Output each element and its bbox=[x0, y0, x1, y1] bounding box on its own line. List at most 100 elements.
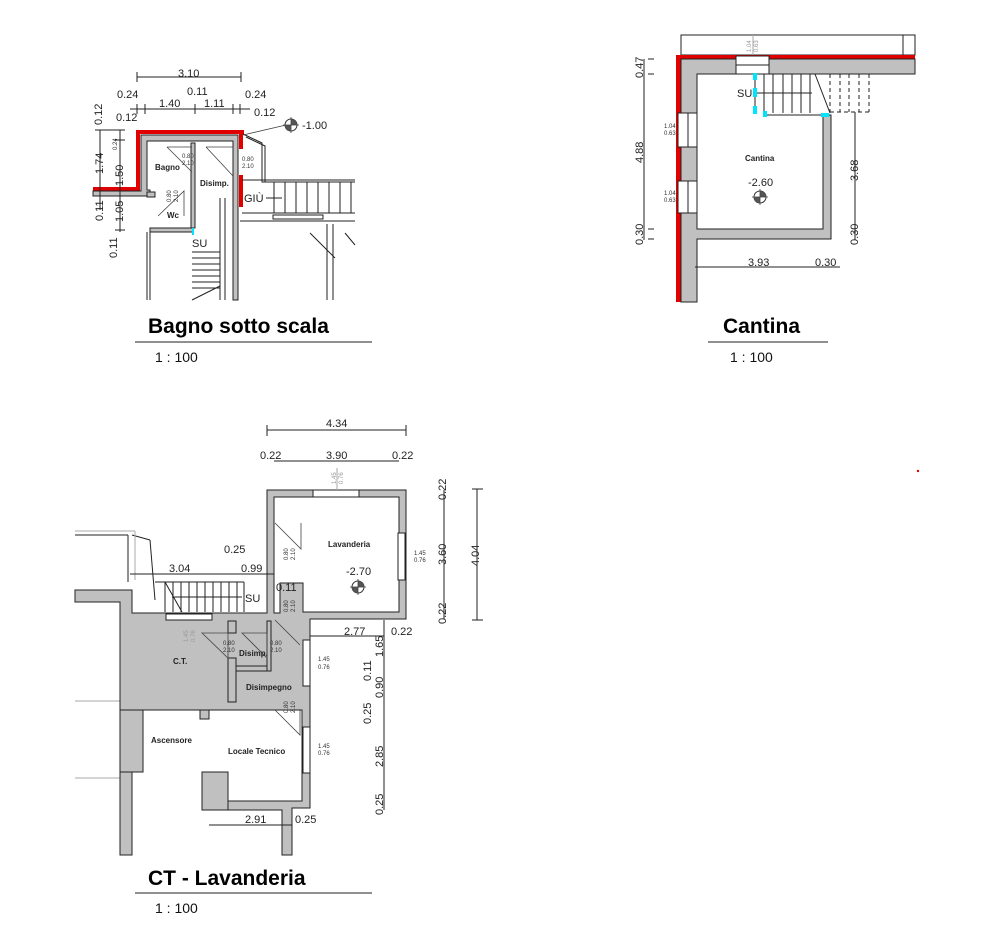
dim-label: 0.24 bbox=[245, 89, 266, 101]
dim-label: 0.25 bbox=[224, 544, 245, 556]
room-label-ct: C.T. bbox=[173, 657, 187, 666]
dim-label: 4.88 bbox=[634, 142, 646, 163]
window bbox=[165, 613, 213, 621]
dim-label: 0.11 bbox=[94, 200, 106, 221]
door-swing bbox=[274, 522, 302, 550]
cut-wall bbox=[136, 130, 244, 134]
dim-label: 1.40 bbox=[159, 98, 180, 110]
plan-cantina: 1.04 0.63 1.04 0.63 1.04 0.63 bbox=[634, 34, 916, 365]
door-swing bbox=[166, 146, 193, 173]
door-height: 2.10 bbox=[223, 648, 235, 654]
level-marker-icon bbox=[752, 189, 768, 205]
dim-label: 0.30 bbox=[849, 224, 861, 245]
dim-label: 0.12 bbox=[254, 107, 275, 119]
dim-total-width: 3.10 bbox=[178, 68, 199, 80]
door-width: 0.80 bbox=[182, 154, 194, 160]
plan-title: CT - Lavanderia bbox=[148, 867, 306, 890]
room-label-disimp: Disimp. bbox=[200, 179, 229, 188]
room-label-cantina: Cantina bbox=[745, 154, 775, 163]
partition-wall bbox=[146, 191, 156, 198]
dim-label: 0.11 bbox=[276, 582, 297, 594]
dim-label: 0.25 bbox=[374, 794, 386, 815]
dim-label: 1.65 bbox=[374, 636, 386, 657]
door-width: 0.80 bbox=[223, 641, 235, 647]
dim-label: 0.11 bbox=[108, 237, 120, 258]
room-label-locale-tecnico: Locale Tecnico bbox=[228, 747, 285, 756]
dim-label: 1.74 bbox=[94, 153, 106, 174]
dim-label: 0.11 bbox=[362, 660, 374, 681]
cut-wall bbox=[676, 55, 681, 302]
dim-label: 3.04 bbox=[169, 563, 190, 575]
window-height: 0.76 bbox=[318, 665, 330, 671]
stair-su bbox=[155, 581, 245, 613]
dim-label: 4.34 bbox=[326, 418, 347, 430]
window-width: 1.45 bbox=[318, 744, 330, 750]
dim-label: 1.11 bbox=[204, 98, 225, 110]
level-value: -2.70 bbox=[346, 566, 371, 578]
level-value: -2.60 bbox=[748, 177, 773, 189]
dimension-lines bbox=[95, 72, 250, 232]
dim-label: 3.90 bbox=[326, 450, 347, 462]
door-height: 2.10 bbox=[291, 548, 297, 560]
dim-label: 1.50 bbox=[114, 165, 126, 186]
dim-label: 0.30 bbox=[634, 224, 646, 245]
cut-wall bbox=[239, 175, 243, 207]
dim-label: 0.47 bbox=[634, 57, 646, 78]
door-width: 0.80 bbox=[167, 190, 173, 202]
dimension-lines bbox=[643, 58, 856, 268]
window bbox=[312, 489, 360, 498]
dim-label: 0.22 bbox=[392, 450, 413, 462]
window-width: 1.45 bbox=[318, 657, 330, 663]
wall bbox=[201, 771, 229, 811]
door-height: 2.10 bbox=[291, 701, 297, 713]
window-width: 1.04 bbox=[664, 124, 676, 130]
stair-railing bbox=[242, 133, 355, 183]
door-width: 0.80 bbox=[270, 641, 282, 647]
cut-wall bbox=[239, 130, 243, 149]
stair-marker bbox=[753, 73, 829, 117]
stair-su bbox=[754, 73, 831, 116]
outline bbox=[680, 34, 916, 56]
door-height: 2.10 bbox=[182, 161, 194, 167]
window-height: 0.63 bbox=[754, 40, 760, 52]
room-label-bagno: Bagno bbox=[155, 163, 180, 172]
dim-label: 3.93 bbox=[748, 257, 769, 269]
door-height: 2.10 bbox=[174, 190, 180, 202]
door-height: 2.10 bbox=[270, 648, 282, 654]
plan-scale: 1 : 100 bbox=[155, 900, 198, 916]
level-marker-icon bbox=[283, 117, 299, 133]
door-swing bbox=[205, 146, 234, 177]
dim-label: 0.12 bbox=[116, 112, 137, 124]
window bbox=[397, 532, 406, 581]
red-marker bbox=[916, 469, 920, 473]
plan-title: Cantina bbox=[723, 315, 800, 338]
dim-label: 0.12 bbox=[93, 104, 105, 125]
stair-marker bbox=[192, 228, 194, 235]
door-swing bbox=[274, 619, 301, 646]
dim-label: 0.24 bbox=[113, 138, 119, 150]
stair-label-giu: GIÙ bbox=[244, 192, 264, 205]
dim-label: 0.24 bbox=[117, 89, 138, 101]
room-label-lavanderia: Lavanderia bbox=[328, 540, 371, 549]
door-width: 0.80 bbox=[242, 157, 254, 163]
stair-label-su: SU bbox=[737, 88, 752, 100]
window-width: 1.04 bbox=[747, 40, 753, 52]
dimension-lines bbox=[130, 425, 483, 826]
door-width: 0.80 bbox=[284, 701, 290, 713]
wall bbox=[199, 709, 210, 720]
stair-upper-dashed bbox=[829, 74, 870, 113]
room-label-disimpegno: Disimpegno bbox=[246, 683, 292, 692]
dim-label: 0.25 bbox=[362, 703, 374, 724]
dim-label: 0.25 bbox=[295, 814, 316, 826]
plan-bagno-sotto-scala: Bagno Disimp. Wc 0.80 2.10 0.80 2.10 0.8… bbox=[92, 68, 372, 365]
door-swing bbox=[241, 632, 268, 659]
window-width: 1.45 bbox=[184, 630, 190, 642]
wall bbox=[119, 709, 144, 773]
door-swing bbox=[157, 190, 185, 217]
level-value: -1.00 bbox=[302, 120, 327, 132]
dim-label: 2.85 bbox=[374, 746, 386, 767]
room-label-wc: Wc bbox=[167, 211, 180, 220]
door-width: 0.80 bbox=[284, 548, 290, 560]
stair-su bbox=[191, 251, 221, 301]
